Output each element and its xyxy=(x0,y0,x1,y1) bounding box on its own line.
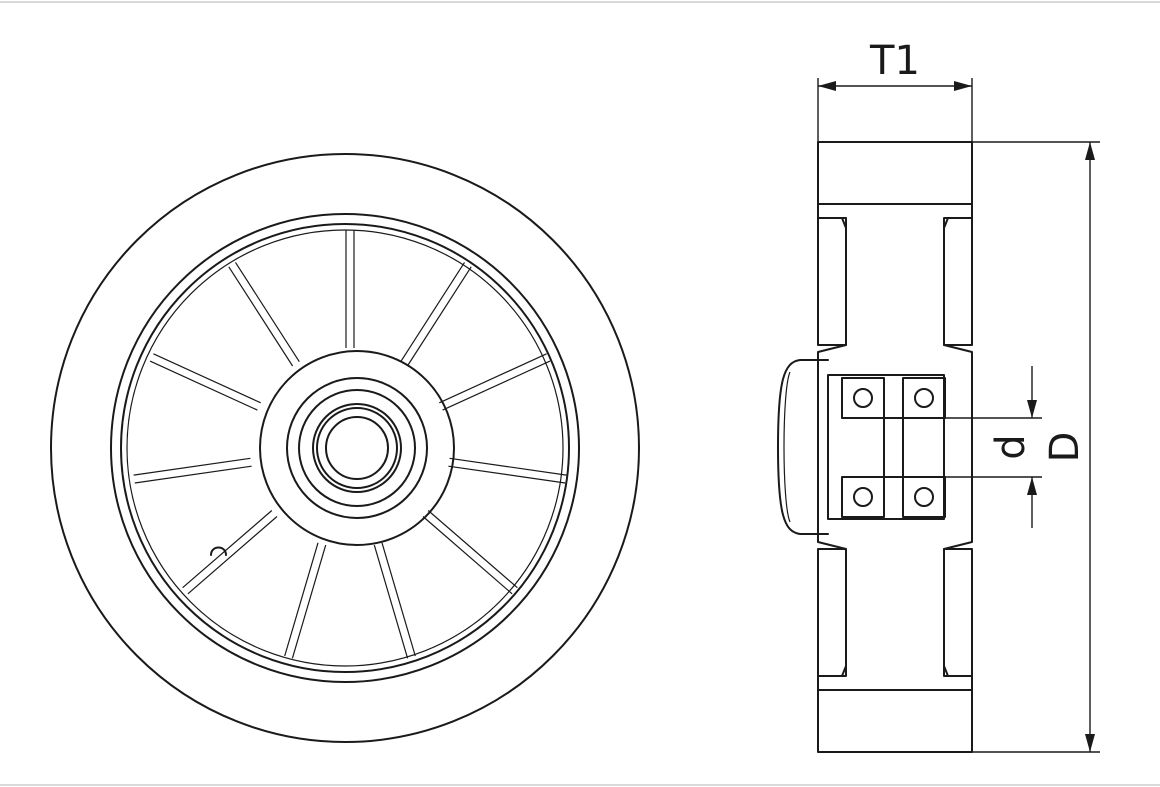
spoke-line xyxy=(134,465,252,484)
spoke-line xyxy=(406,266,472,367)
spoke-line xyxy=(149,360,258,411)
bearing-housing xyxy=(827,374,945,520)
tread-section-top xyxy=(817,141,973,205)
spoke-line xyxy=(439,353,547,404)
bearing-spacer xyxy=(883,417,904,478)
spoke-line xyxy=(442,360,551,411)
bearing-bottom-left xyxy=(841,476,885,518)
dimension-lines: T1 D d xyxy=(817,38,1100,753)
axle-bore-circle xyxy=(325,416,389,480)
arrow-up-icon xyxy=(1027,477,1037,495)
bearing-outer-circle xyxy=(298,389,416,507)
bearing-top-right xyxy=(902,377,946,419)
spoke-line xyxy=(187,516,278,595)
arrow-down-icon xyxy=(1027,400,1037,418)
spoke-line xyxy=(182,510,273,589)
t1-label: T1 xyxy=(869,38,920,84)
valve-mark-icon xyxy=(210,546,227,556)
tread-outer-circle xyxy=(50,153,640,743)
rim-outer-circle xyxy=(110,213,580,683)
hub-outer-circle xyxy=(259,350,455,546)
bearing-ball-icon xyxy=(914,388,934,408)
hub-ring-circle xyxy=(286,377,428,519)
spoke-line xyxy=(284,542,319,657)
bearing-inner-circle xyxy=(316,407,398,489)
wheel-front-view xyxy=(50,153,640,743)
bearing-bottom-right xyxy=(902,476,946,518)
spoke-line xyxy=(427,510,518,589)
spoke-line xyxy=(373,544,409,659)
rim-cavity-right-bottom xyxy=(943,548,973,677)
spoke-line xyxy=(400,262,466,363)
spoke-line xyxy=(234,262,300,363)
spokes-group xyxy=(133,230,567,659)
spoke-line xyxy=(448,465,566,484)
spoke-line xyxy=(422,516,513,595)
spoke-line xyxy=(449,457,567,476)
arrow-right-icon xyxy=(954,81,972,91)
rim-cavity-left-top xyxy=(817,217,847,346)
bearing-ball-icon xyxy=(914,487,934,507)
spoke-line xyxy=(228,266,294,367)
wheel-section-view xyxy=(777,141,973,753)
rim-edge-circle xyxy=(126,229,564,667)
rim-cavity-left-bottom xyxy=(817,548,847,677)
d-large-label: D xyxy=(1042,432,1088,463)
spoke-line xyxy=(381,542,416,657)
rim-core-section xyxy=(817,203,973,691)
spoke-line xyxy=(153,353,261,404)
arrow-up-icon xyxy=(1085,142,1095,160)
rim-cavity-right-top xyxy=(943,217,973,346)
spoke-line xyxy=(133,457,251,476)
spoke-line xyxy=(291,544,327,659)
hub-cap-inner-line xyxy=(783,371,791,523)
bearing-ball-icon xyxy=(853,388,873,408)
bearing-ball-icon xyxy=(853,487,873,507)
bearing-ring-circle xyxy=(312,403,402,493)
hub-cap xyxy=(777,359,829,535)
tread-section-bottom xyxy=(817,689,973,753)
d-small-label: d xyxy=(988,434,1034,459)
bearing-top-left xyxy=(841,377,885,419)
arrow-left-icon xyxy=(818,81,836,91)
rim-inner-circle xyxy=(120,223,570,673)
arrow-down-icon xyxy=(1085,734,1095,752)
